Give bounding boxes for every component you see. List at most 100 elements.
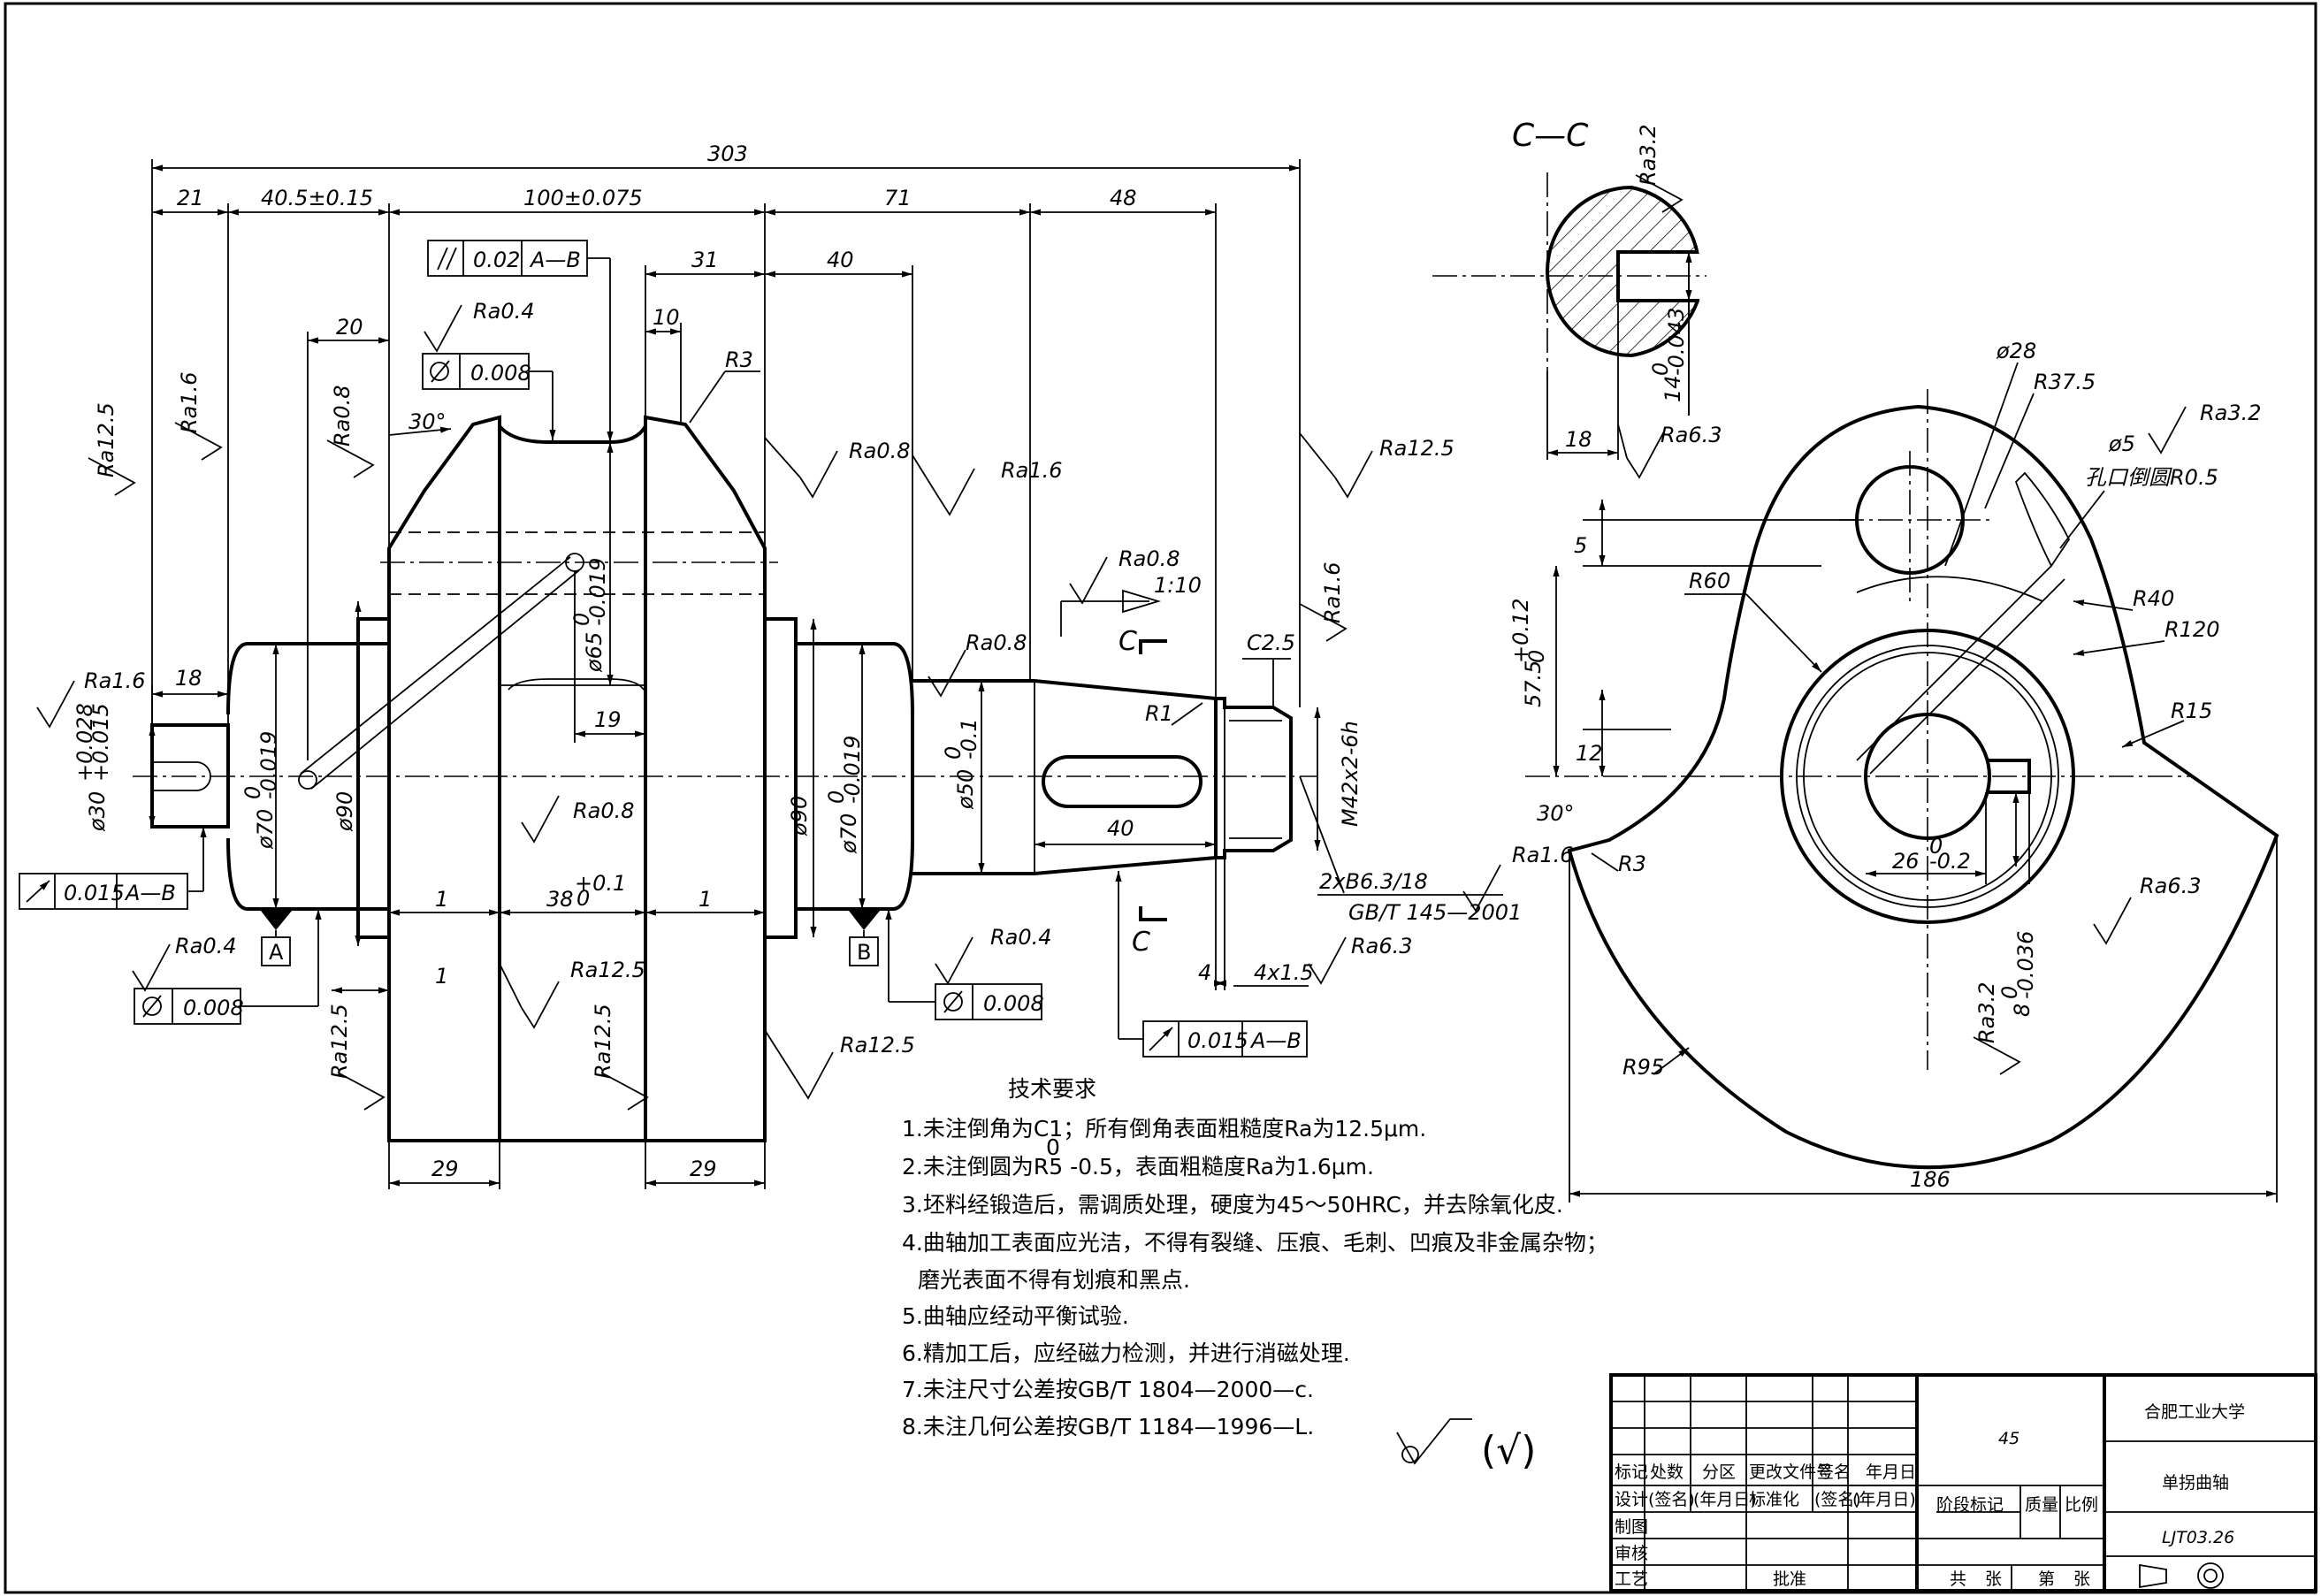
projection-symbol — [2139, 1563, 2167, 1589]
svg-text:8: 8 — [2010, 1004, 2035, 1017]
svg-text:40.5±0.15: 40.5±0.15 — [261, 186, 373, 210]
datum-b-label: B — [857, 940, 871, 965]
svg-text:40: 40 — [1107, 816, 1134, 841]
svg-text:A—B: A—B — [124, 881, 176, 905]
tb-part-name: 单拐曲轴 — [2162, 1473, 2229, 1493]
tb-row2-6: (年月日) — [1852, 1490, 1916, 1509]
svg-text:12: 12 — [1576, 741, 1603, 766]
svg-text:R3: R3 — [725, 347, 753, 372]
oil-passage-section — [2014, 471, 2071, 568]
svg-text:ø90: ø90 — [787, 796, 812, 836]
svg-text:0.008: 0.008 — [470, 361, 531, 386]
svg-text:Ra12.5: Ra12.5 — [591, 1004, 615, 1079]
dim-overall-length: 303 — [707, 141, 748, 166]
taper-keyway — [1042, 755, 1202, 808]
svg-text:A—B: A—B — [1249, 1028, 1302, 1053]
section-label: C—C — [1512, 118, 1589, 154]
oil-hole-line-a — [300, 556, 571, 775]
svg-text:186: 186 — [1910, 1167, 1951, 1192]
tb-process: 工艺 — [1615, 1569, 1648, 1589]
svg-text:Ra6.3: Ra6.3 — [1351, 934, 1413, 958]
tech-item-2: 2.未注倒圆为R5 -0.5，表面粗糙度Ra为1.6μm. — [902, 1154, 1374, 1180]
svg-text:0: 0 — [1524, 650, 1549, 663]
svg-text:48: 48 — [1110, 186, 1137, 210]
svg-text:ø5: ø5 — [2108, 431, 2135, 456]
technical-requirements: 技术要求 1.未注倒角为C1；所有倒角表面粗糙度Ra为12.5μm. 2.未注倒… — [902, 1076, 1608, 1439]
svg-text:0: 0 — [569, 613, 594, 626]
crank-pin — [498, 419, 647, 1142]
svg-text:Ra0.8: Ra0.8 — [849, 439, 911, 463]
svg-text:A—B: A—B — [529, 248, 581, 272]
svg-text:C2.5: C2.5 — [1247, 630, 1295, 655]
svg-text:R15: R15 — [2171, 699, 2212, 723]
svg-text:Ra1.6: Ra1.6 — [1001, 458, 1063, 483]
tb-row1-4: 更改文件号 — [1749, 1462, 1833, 1482]
tb-stage: 阶段标记 — [1936, 1495, 2004, 1515]
svg-text:+0.1: +0.1 — [575, 871, 626, 896]
svg-text:Ra12.5: Ra12.5 — [94, 402, 118, 477]
oil-hole-start — [298, 770, 317, 790]
tb-approve: 批准 — [1773, 1569, 1806, 1589]
pin-arc — [1856, 576, 2043, 602]
svg-text:21: 21 — [177, 186, 204, 210]
svg-text:40: 40 — [827, 248, 854, 272]
tb-row1-6: 年月日 — [1866, 1462, 1916, 1482]
tb-sheets: 张 — [1985, 1569, 2002, 1589]
svg-text:1: 1 — [435, 887, 448, 912]
svg-text:Ra0.8: Ra0.8 — [573, 798, 635, 823]
svg-text:Ra1.6: Ra1.6 — [177, 371, 202, 433]
svg-text:+0.028: +0.028 — [73, 703, 97, 782]
section-mark-top: C — [1119, 626, 1137, 657]
tb-row2-1: 设计 — [1615, 1490, 1648, 1509]
tech-item-8: 8.未注几何公差按GB/T 1184—1996—L. — [902, 1414, 1314, 1439]
svg-text:Ra3.2: Ra3.2 — [1974, 981, 1999, 1043]
svg-text:0: 0 — [941, 746, 966, 760]
svg-text:4: 4 — [1198, 960, 1211, 985]
svg-text:Ra6.3: Ra6.3 — [1661, 423, 1722, 447]
left-shoulder — [356, 617, 391, 939]
svg-text:R95: R95 — [1622, 1055, 1664, 1080]
side-keyway — [1986, 759, 2031, 794]
svg-text:18: 18 — [175, 666, 202, 691]
svg-text:10: 10 — [653, 305, 680, 330]
svg-text:ø28: ø28 — [1996, 339, 2036, 363]
side-view: ø28 R37.5 ø5 孔口倒圆R0.5 R60 R40 R120 R15 5… — [1508, 339, 2279, 1203]
tb-drawing-no: LJT03.26 — [2162, 1528, 2234, 1547]
left-keyway — [152, 761, 211, 791]
tb-row1-2: 处数 — [1650, 1462, 1683, 1482]
svg-text:26: 26 — [1892, 849, 1920, 874]
svg-text:Ra0.8: Ra0.8 — [1119, 546, 1180, 571]
svg-text:-0.036: -0.036 — [2013, 931, 2038, 999]
tech-item-2-sup: 0 — [1046, 1134, 1060, 1160]
svg-text:19: 19 — [594, 707, 622, 732]
tb-row1-3: 分区 — [1702, 1462, 1736, 1482]
tb-material: 45 — [1998, 1429, 2019, 1448]
svg-text:Ra12.5: Ra12.5 — [327, 1004, 352, 1079]
svg-text:+0.12: +0.12 — [1508, 598, 1533, 663]
svg-text:Ra12.5: Ra12.5 — [1379, 436, 1454, 461]
main-dimensions: 303 21 40.5±0.15 100±0.075 71 48 31 40 2… — [73, 141, 1522, 1189]
svg-text:Ra1.6: Ra1.6 — [1320, 561, 1345, 623]
journal-inner-1 — [1796, 645, 2059, 908]
main-view: A B C C — [133, 415, 1317, 1142]
svg-text:-0.1: -0.1 — [957, 718, 981, 760]
tb-sheet-no: 第 — [2038, 1569, 2055, 1589]
svg-text:-0.019: -0.019 — [256, 731, 281, 799]
svg-text:100±0.075: 100±0.075 — [523, 186, 643, 210]
section-mark-bottom: C — [1132, 927, 1150, 958]
tb-draw: 制图 — [1615, 1517, 1648, 1537]
svg-text:0: 0 — [1997, 986, 2022, 999]
tb-row2-4: 标准化 — [1749, 1490, 1799, 1509]
svg-text:57.5: 57.5 — [1521, 661, 1546, 707]
title-block: 标记 处数 分区 更改文件号 签名 年月日 设计 (签名) (年月日) 标准化 … — [1609, 1373, 2317, 1592]
svg-text:R40: R40 — [2133, 586, 2174, 611]
svg-text:1: 1 — [435, 964, 448, 989]
taper-symbol — [1122, 589, 1162, 614]
svg-text:Ra0.4: Ra0.4 — [473, 299, 535, 324]
svg-text:Ra0.8: Ra0.8 — [966, 630, 1027, 655]
svg-text:5: 5 — [1574, 533, 1587, 558]
tb-sheet-unit: 张 — [2073, 1569, 2090, 1589]
tech-item-1: 1.未注倒角为C1；所有倒角表面粗糙度Ra为12.5μm. — [902, 1116, 1426, 1142]
svg-text:ø70: ø70 — [253, 809, 278, 850]
